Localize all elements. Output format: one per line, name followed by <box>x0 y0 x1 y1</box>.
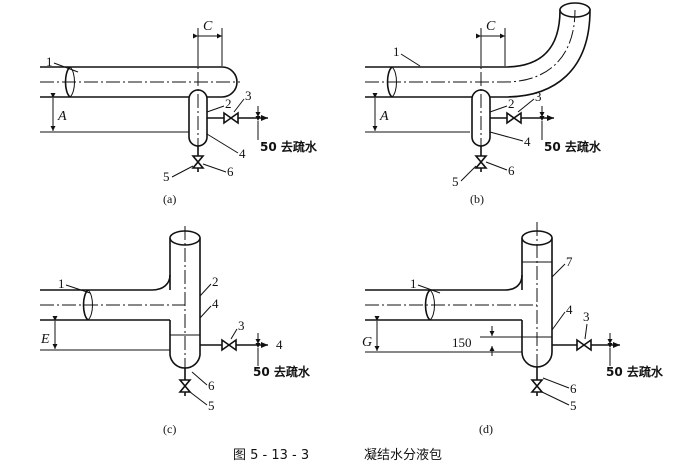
leader-1 <box>53 62 79 73</box>
main-pipe <box>365 274 523 321</box>
label-3: 3 <box>535 89 542 104</box>
label-4: 4 <box>212 296 219 311</box>
leader-3 <box>517 98 535 113</box>
label-4: 4 <box>239 146 246 161</box>
dim-150-label: 150 <box>452 335 472 350</box>
sub-label-d: (d) <box>479 422 493 436</box>
leader-7 <box>551 263 566 278</box>
label-6: 6 <box>508 163 515 178</box>
leader-6 <box>542 377 570 389</box>
label-7: 7 <box>566 254 573 269</box>
label-5: 5 <box>452 174 459 189</box>
leader-5 <box>189 391 208 406</box>
leader-5 <box>171 165 194 178</box>
valve-3 <box>223 111 239 125</box>
label-4: 4 <box>524 134 531 149</box>
dim-a-label: A <box>57 109 67 124</box>
leader-4 <box>551 311 566 331</box>
label-4: 4 <box>566 302 573 317</box>
sub-label-a: (a) <box>163 192 176 206</box>
dim-e-label: E <box>40 332 50 347</box>
label-6: 6 <box>208 378 215 393</box>
label-2: 2 <box>212 274 219 289</box>
leader-1 <box>417 284 441 294</box>
vertical-pipe <box>521 238 553 320</box>
drain-text: 50 去疏水 <box>253 364 311 379</box>
label-1: 1 <box>46 54 53 69</box>
elbow-centerline <box>365 9 576 83</box>
leader-3 <box>584 323 588 340</box>
caption-title: 凝结水分液包 <box>364 447 442 463</box>
label-3: 3 <box>583 309 590 324</box>
label-1: 1 <box>410 276 417 291</box>
valve-3 <box>576 338 592 352</box>
label-3: 3 <box>238 318 245 333</box>
panel-d: G 150 50 去疏水 1 7 4 3 6 5 (d) <box>362 222 664 436</box>
label-4b: 4 <box>276 337 283 352</box>
dim-c-label: C <box>203 19 213 34</box>
leader-5 <box>541 391 570 406</box>
dim-a-label: A <box>379 109 389 124</box>
valve-5 <box>191 155 205 169</box>
valve-5 <box>178 379 192 393</box>
leader-3 <box>230 328 238 340</box>
dim-g-label: G <box>362 335 372 350</box>
label-6: 6 <box>570 381 577 396</box>
label-5: 5 <box>208 398 215 413</box>
label-6: 6 <box>227 164 234 179</box>
label-5: 5 <box>163 169 170 184</box>
leader-6 <box>202 163 227 173</box>
leader-1 <box>65 284 91 294</box>
collection-pocket <box>521 320 553 368</box>
leader-5 <box>460 165 477 182</box>
panel-a: C A 50 去疏水 1 2 3 4 6 5 (a) <box>40 19 318 206</box>
drain-text: 50 去疏水 <box>544 139 602 154</box>
caption-number: 图 5 - 13 - 3 <box>233 448 309 463</box>
leader-4 <box>206 133 239 154</box>
dim-c-label: C <box>486 19 496 34</box>
panel-b: C A 50 去疏水 1 2 3 4 6 5 (b) <box>365 2 602 206</box>
leader-2 <box>206 105 225 113</box>
figure-caption: 图 5 - 13 - 3 凝结水分液包 <box>233 447 442 463</box>
label-2: 2 <box>508 96 515 111</box>
leader-6 <box>191 371 208 386</box>
leader-4 <box>199 305 212 319</box>
drain-text: 50 去疏水 <box>606 364 664 379</box>
label-1: 1 <box>393 44 400 59</box>
leader-6 <box>485 161 508 171</box>
leader-2 <box>199 283 212 297</box>
valve-5 <box>474 155 488 169</box>
leader-1 <box>400 53 421 67</box>
label-5: 5 <box>570 398 577 413</box>
panel-c: E 50 去疏水 1 2 4 3 4 6 5 (c) <box>40 226 311 436</box>
sub-label-b: (b) <box>470 192 484 206</box>
leader-3 <box>233 98 245 113</box>
leader-4 <box>489 131 524 142</box>
valve-5 <box>530 379 544 393</box>
label-2: 2 <box>225 96 232 111</box>
valve-3 <box>221 338 237 352</box>
label-1: 1 <box>58 276 65 291</box>
valve-3 <box>506 111 522 125</box>
label-3: 3 <box>245 88 252 103</box>
sub-label-c: (c) <box>163 422 176 436</box>
leader-2 <box>489 105 508 113</box>
drain-text: 50 去疏水 <box>260 139 318 154</box>
